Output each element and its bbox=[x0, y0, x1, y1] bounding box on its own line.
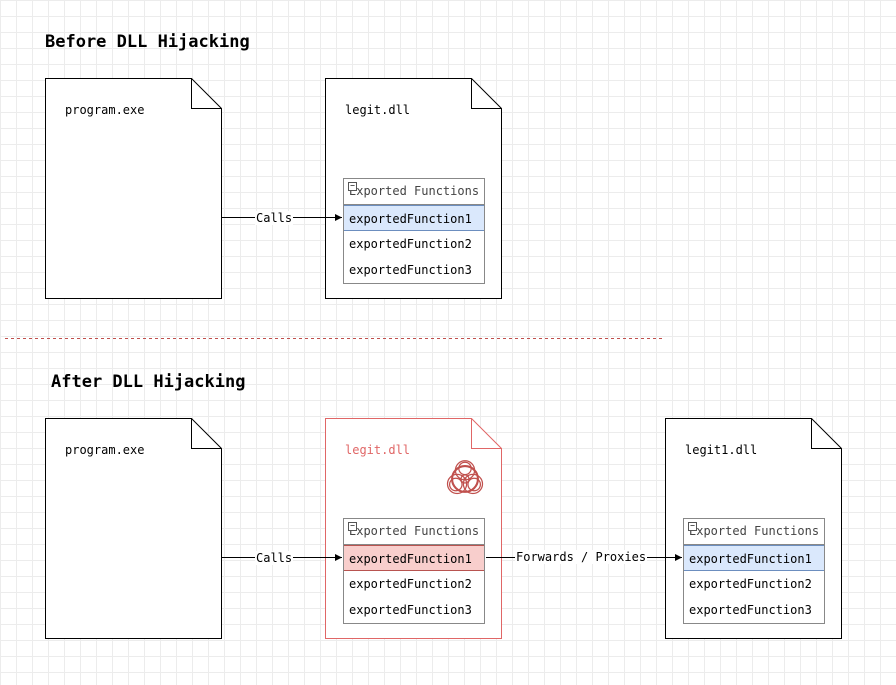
program-exe-document[interactable] bbox=[45, 78, 222, 299]
biohazard-icon bbox=[446, 460, 484, 495]
function-row-3[interactable]: exportedFunction3 bbox=[349, 263, 472, 277]
calls-label-after: Calls bbox=[255, 551, 294, 565]
real-function-row-2[interactable]: exportedFunction2 bbox=[689, 577, 812, 591]
after-title: After DLL Hijacking bbox=[51, 372, 246, 392]
collapse-icon[interactable]: − bbox=[348, 522, 357, 531]
real-function-row-1[interactable]: exportedFunction1 bbox=[684, 545, 824, 571]
malicious-exported-functions-list: − Exported Functions exportedFunction1 e… bbox=[343, 518, 485, 624]
exported-functions-list: − Exported Functions exportedFunction1 e… bbox=[343, 178, 485, 284]
real-exported-functions-header[interactable]: − Exported Functions bbox=[684, 519, 824, 545]
real-exported-functions-list: − Exported Functions exportedFunction1 e… bbox=[683, 518, 825, 624]
function-row-1[interactable]: exportedFunction1 bbox=[344, 205, 484, 231]
forward-label: Forwards / Proxies bbox=[515, 550, 648, 564]
malicious-dll-label: legit.dll bbox=[345, 443, 411, 457]
calls-label-before: Calls bbox=[255, 211, 294, 225]
malicious-function-row-3[interactable]: exportedFunction3 bbox=[349, 603, 472, 617]
before-title: Before DLL Hijacking bbox=[45, 32, 250, 52]
collapse-icon[interactable]: − bbox=[348, 182, 357, 191]
malicious-function-row-1[interactable]: exportedFunction1 bbox=[344, 545, 484, 571]
legit1-dll-label: legit1.dll bbox=[685, 443, 758, 457]
legit-dll-label: legit.dll bbox=[345, 103, 411, 117]
program-exe-label: program.exe bbox=[65, 103, 145, 117]
collapse-icon[interactable]: − bbox=[688, 522, 697, 531]
malicious-function-row-2[interactable]: exportedFunction2 bbox=[349, 577, 472, 591]
malicious-exported-functions-header[interactable]: − Exported Functions bbox=[344, 519, 484, 545]
exported-functions-header[interactable]: − Exported Functions bbox=[344, 179, 484, 205]
function-row-2[interactable]: exportedFunction2 bbox=[349, 237, 472, 251]
real-function-row-3[interactable]: exportedFunction3 bbox=[689, 603, 812, 617]
program-exe-document-after[interactable] bbox=[45, 418, 222, 639]
program-exe-label-after: program.exe bbox=[65, 443, 145, 457]
